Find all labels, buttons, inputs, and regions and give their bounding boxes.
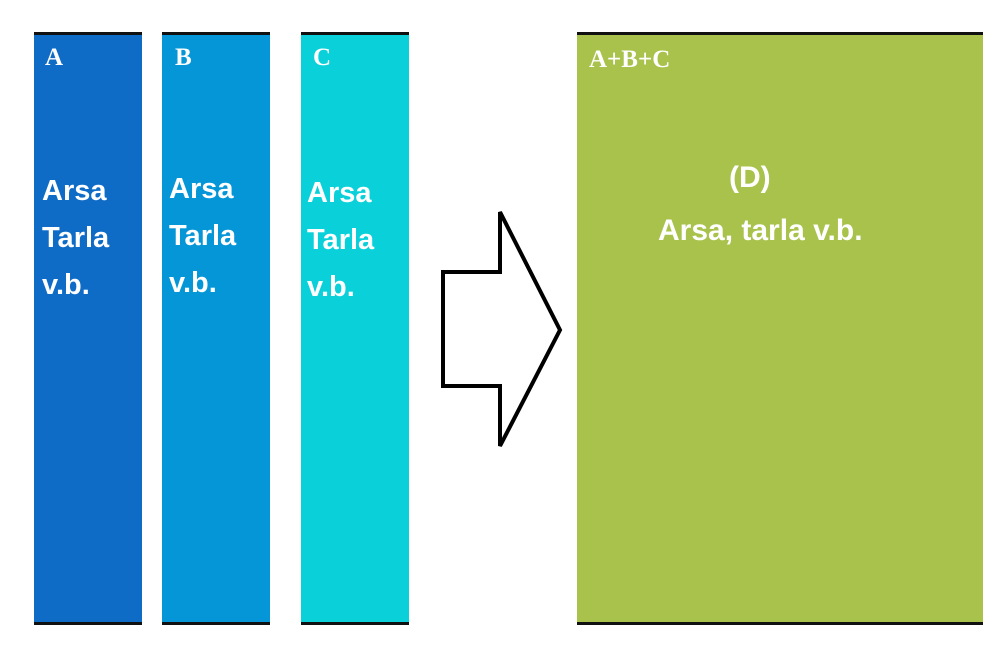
parcel-a-line-2: Tarla — [42, 222, 110, 254]
merged-parcel-label: (D) — [729, 161, 771, 194]
parcel-a-description: Arsa Tarla v.b. — [42, 168, 109, 309]
right-arrow-outline-icon — [441, 211, 563, 447]
parcel-a-box: A Arsa Tarla v.b. — [34, 32, 142, 625]
parcel-c-line-3: v.b. — [307, 271, 355, 303]
parcel-b-box: B Arsa Tarla v.b. — [162, 32, 270, 625]
parcel-a-line-3: v.b. — [42, 269, 90, 301]
parcel-c-line-2: Tarla — [307, 224, 375, 256]
parcel-b-line-1: Arsa — [169, 173, 234, 205]
merged-parcel-letter: A+B+C — [589, 46, 671, 73]
parcel-a-line-1: Arsa — [42, 175, 107, 207]
parcel-b-line-2: Tarla — [169, 220, 237, 252]
parcel-b-description: Arsa Tarla v.b. — [169, 166, 236, 307]
parcel-b-line-3: v.b. — [169, 267, 217, 299]
merged-parcel-description: Arsa, tarla v.b. — [658, 214, 863, 247]
merged-parcel-box: A+B+C (D) Arsa, tarla v.b. — [577, 32, 983, 625]
parcel-b-letter: B — [175, 44, 192, 71]
parcel-c-line-1: Arsa — [307, 177, 372, 209]
parcel-c-box: C Arsa Tarla v.b. — [301, 32, 409, 625]
parcel-c-description: Arsa Tarla v.b. — [307, 170, 374, 311]
parcel-a-letter: A — [45, 44, 64, 71]
parcel-c-letter: C — [313, 44, 332, 71]
